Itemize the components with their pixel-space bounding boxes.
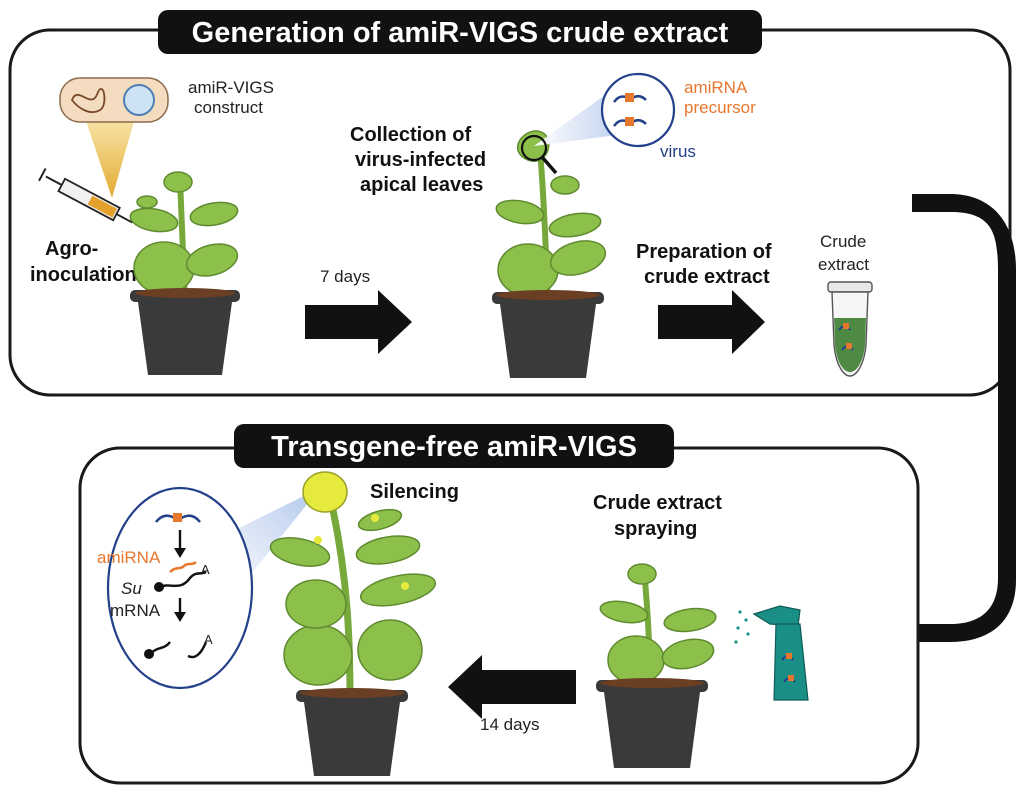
plant-infected-icon — [492, 130, 607, 378]
bottom-panel-title-pill — [234, 424, 674, 468]
collection-label-1: Collection of — [350, 124, 471, 146]
crude-extract-tube-icon — [827, 281, 873, 377]
mrna-label: mRNA — [110, 601, 161, 620]
preparation-label-2: crude extract — [644, 266, 770, 288]
silencing-mechanism-circle — [106, 486, 254, 690]
amir-vigs-construct — [59, 77, 169, 198]
construct-label-1: amiR-VIGS — [188, 78, 274, 97]
collection-label-2: virus-infected — [355, 149, 486, 171]
preparation-label-1: Preparation of — [636, 241, 772, 263]
silencing-label: Silencing — [370, 481, 459, 503]
seven-days-label: 7 days — [320, 267, 370, 286]
virus-label: virus — [660, 142, 696, 161]
virus-zoom-circle — [600, 72, 676, 148]
arrow-7-days — [305, 290, 412, 354]
polya-label-1: A — [201, 562, 210, 577]
mechanism-icons — [144, 513, 208, 659]
amirna-precursor-label-2: precursor — [684, 98, 756, 117]
plant-silenced-icon — [269, 471, 437, 776]
agro-label-2: inoculation — [30, 264, 137, 286]
polya-label-2: A — [204, 632, 213, 647]
arrow-preparation — [658, 290, 765, 354]
spraying-label-2: spraying — [614, 518, 697, 540]
spraying-label-1: Crude extract — [593, 492, 722, 514]
bottom-panel-title: Transgene-free amiR-VIGS — [271, 431, 637, 463]
top-panel: Generation of amiR-VIGS crude extract am… — [8, 10, 1012, 397]
plant-sprayed-icon — [596, 563, 717, 768]
syringe-icon — [38, 167, 133, 224]
connector-arrow — [866, 194, 1016, 660]
amirna-precursor-icons — [612, 93, 647, 127]
top-panel-title-pill — [158, 10, 762, 54]
crude-label-1: Crude — [820, 232, 866, 251]
collection-label-3: apical leaves — [360, 174, 483, 196]
top-panel-title: Generation of amiR-VIGS crude extract — [192, 17, 729, 49]
amirna-label: amiRNA — [97, 548, 161, 567]
arrow-14-days — [448, 655, 576, 719]
spray-bottle-icon — [734, 605, 809, 701]
magnifier-icon — [520, 134, 558, 175]
su-label: Su — [121, 579, 142, 598]
plant-young-icon — [129, 171, 240, 375]
fourteen-days-label: 14 days — [480, 715, 540, 734]
crude-label-2: extract — [818, 255, 869, 274]
construct-label-2: construct — [194, 98, 263, 117]
agro-label-1: Agro- — [45, 238, 98, 260]
amirna-precursor-label-1: amiRNA — [684, 78, 748, 97]
bottom-panel: Transgene-free amiR-VIGS amiRNA A Su mRN… — [78, 424, 920, 785]
